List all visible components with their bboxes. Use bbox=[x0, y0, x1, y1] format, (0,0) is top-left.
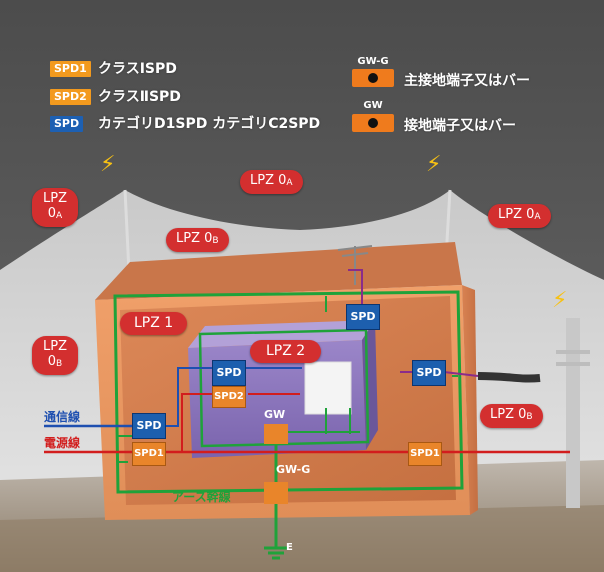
gw-label: GW bbox=[264, 408, 286, 421]
zone-lpz0b-roof: LPZ 0B bbox=[166, 228, 229, 252]
legend-spd-badge: SPD bbox=[50, 116, 84, 132]
legend-spd2-text: クラスⅡSPD bbox=[98, 89, 181, 105]
legend-spd2-badge: SPD2 bbox=[50, 89, 91, 105]
legend-spd-text: カテゴリD1SPD カテゴリC2SPD bbox=[98, 116, 321, 132]
spd1-device-left: SPD1 bbox=[132, 442, 166, 466]
legend-spd1-badge: SPD1 bbox=[50, 61, 91, 77]
legend-gwg-caption: GW-G bbox=[357, 56, 389, 67]
zone-lpz0a-top: LPZ 0A bbox=[240, 170, 303, 194]
legend-gw-caption: GW bbox=[363, 100, 383, 111]
lightning-icon: ⚡ bbox=[426, 152, 442, 177]
gwg-label: GW-G bbox=[276, 463, 311, 476]
legend-gw-text: 接地端子又はバー bbox=[404, 118, 516, 134]
earth-label: E bbox=[286, 542, 293, 553]
earth-trunk-label: アース幹線 bbox=[172, 490, 231, 504]
lightning-icon: ⚡ bbox=[552, 288, 568, 313]
spd-roof-antenna: SPD bbox=[346, 304, 380, 330]
zone-lpz2: LPZ 2 bbox=[250, 340, 322, 363]
main-ground-terminal-icon bbox=[352, 69, 394, 87]
legend-spd1-text: クラスⅠSPD bbox=[98, 61, 177, 77]
spd-comm-entry: SPD bbox=[132, 413, 166, 439]
zone-lpz1: LPZ 1 bbox=[120, 312, 188, 335]
spd2-device: SPD2 bbox=[212, 386, 246, 408]
lightning-icon: ⚡ bbox=[100, 152, 116, 177]
legend-gwg-text: 主接地端子又はバー bbox=[404, 73, 530, 89]
ground-terminal-icon bbox=[352, 114, 394, 132]
spd-inner-comm: SPD bbox=[212, 360, 246, 386]
zone-lpz0b-right: LPZ 0B bbox=[480, 404, 543, 428]
power-line-label: 電源線 bbox=[44, 436, 81, 450]
spd-right-cable: SPD bbox=[412, 360, 446, 386]
spd1-device-right: SPD1 bbox=[408, 442, 442, 466]
comm-line-label: 通信線 bbox=[44, 410, 81, 424]
zone-lpz0a-right: LPZ 0A bbox=[488, 204, 551, 228]
